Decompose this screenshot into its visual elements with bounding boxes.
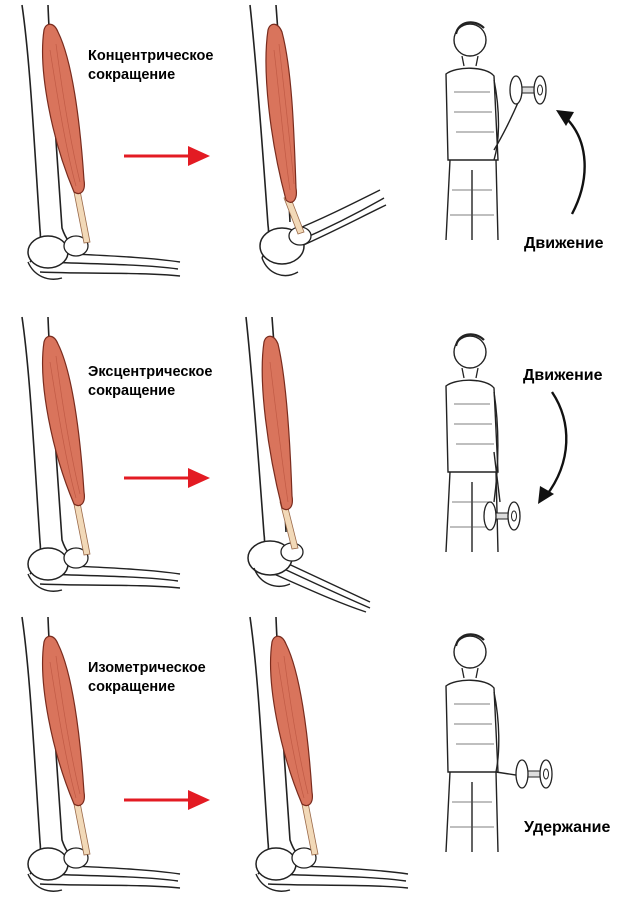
contraction-label: Изометрическое сокращение [88,659,206,697]
motion-label: Движение [523,367,603,385]
contraction-label-line2: сокращение [88,678,206,697]
person-figure [446,22,520,240]
contraction-label-line1: Эксцентрическое [88,363,212,382]
motion-label: Движение [524,235,604,253]
contraction-label-line1: Изометрическое [88,659,206,678]
dumbbell-icon [484,502,520,530]
curved-arrow-icon [556,110,585,214]
panel-isometric: Изометрическое сокращение Удержание [0,612,639,911]
contraction-label: Концентрическое сокращение [88,47,213,85]
person-figure [446,634,522,852]
red-arrow-icon [124,468,210,488]
contraction-label-line1: Концентрическое [88,47,213,66]
arm-relaxed-illustration [22,317,180,591]
contraction-label-line2: сокращение [88,382,212,401]
contraction-label: Эксцентрическое сокращение [88,363,212,401]
red-arrow-icon [124,790,210,810]
arm-tensed-illustration [250,617,408,891]
motion-label: Удержание [524,819,610,837]
panel-concentric: Концентрическое сокращение Движение [0,0,639,299]
arm-extended-illustration [246,317,370,612]
curved-arrow-icon [538,392,566,504]
dumbbell-icon [510,76,546,104]
panel-eccentric: Эксцентрическое сокращение Движение [0,312,639,611]
isometric-illustration [0,612,639,897]
contraction-label-line2: сокращение [88,66,213,85]
dumbbell-icon [516,760,552,788]
arm-flexed-illustration [250,5,386,276]
eccentric-illustration [0,312,639,642]
red-arrow-icon [124,146,210,166]
concentric-illustration [0,0,639,299]
